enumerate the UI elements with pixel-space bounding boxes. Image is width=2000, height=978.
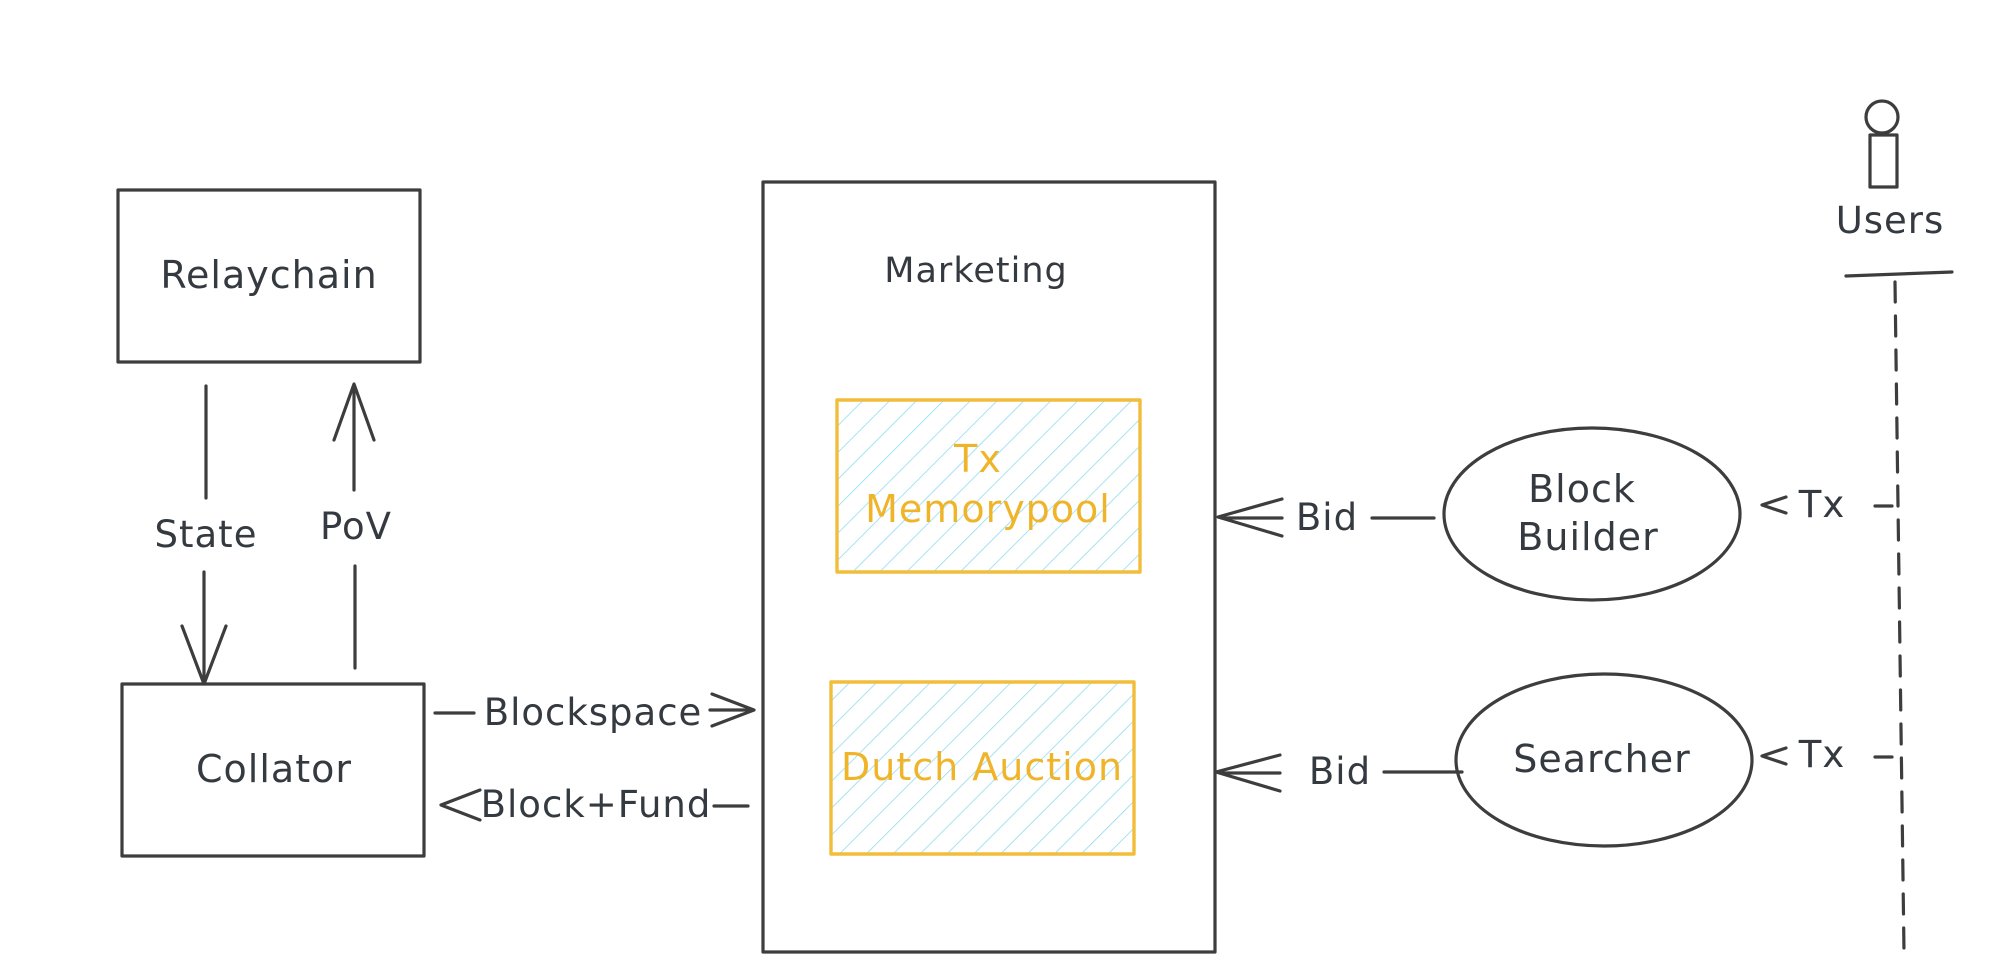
marketing-label: Marketing [884,251,1067,291]
tx-builder-label: Tx [1798,483,1846,526]
searcher-ellipse [1454,672,1754,848]
block-builder-ellipse [1442,426,1742,602]
user-actor-icon [1864,99,1900,189]
searcher-node: Searcher [1454,672,1754,848]
bid-searcher-arrowhead [1214,753,1282,793]
bid-builder-label: Bid [1296,496,1358,539]
bid-searcher-label: Bid [1309,750,1371,793]
block-fund-edge: Block+Fund [439,783,750,826]
collator-node: Collator [120,682,426,858]
tx-memorypool-node: Tx Memorypool [835,398,1142,574]
marketing-box [761,180,1217,954]
relaychain-label: Relaychain [160,253,377,297]
blockspace-label: Blockspace [484,691,703,734]
users-label: Users [1836,199,1945,242]
searcher-label: Searcher [1513,737,1691,781]
bid-builder-edge: Bid [1216,496,1436,539]
pov-arrowhead [332,382,376,442]
tx-searcher-edge: Tx [1760,733,1894,776]
state-edge: State [155,384,258,686]
tx-searcher-arrowhead [1760,746,1788,766]
tx-builder-edge: Tx [1760,483,1894,526]
collator-label: Collator [196,747,352,791]
users-lifeline [1893,280,1906,954]
pov-edge: PoV [320,382,392,670]
blockspace-edge: Blockspace [433,691,756,734]
dutch-auction-label: Dutch Auction [841,745,1123,789]
marketing-node: Marketing [761,180,1217,954]
users-lifeline-bar [1844,270,1954,278]
users-node: Users [1836,99,1954,954]
block-builder-node: Block Builder [1442,426,1742,602]
tx-memorypool-label-line1: Tx [953,437,1002,481]
block-fund-label: Block+Fund [481,783,712,826]
dutch-auction-box [829,680,1136,856]
dutch-auction-node: Dutch Auction [829,680,1136,856]
tx-builder-arrowhead [1760,495,1788,515]
block-builder-label-line2: Builder [1517,515,1658,559]
user-actor-head [1864,99,1900,135]
pov-label: PoV [320,505,392,548]
block-fund-arrowhead [439,788,482,822]
collator-box [120,682,426,858]
tx-memorypool-box [835,398,1142,574]
user-actor-body [1868,133,1899,189]
relaychain-node: Relaychain [116,188,422,364]
state-label: State [155,513,258,556]
tx-memorypool-label-line2: Memorypool [865,487,1111,531]
bid-searcher-edge: Bid [1214,750,1464,793]
block-builder-label-line1: Block [1528,467,1636,511]
relaychain-box [116,188,422,364]
blockspace-arrowhead [710,692,756,728]
bid-builder-arrowhead [1216,497,1284,538]
tx-searcher-label: Tx [1798,733,1846,776]
